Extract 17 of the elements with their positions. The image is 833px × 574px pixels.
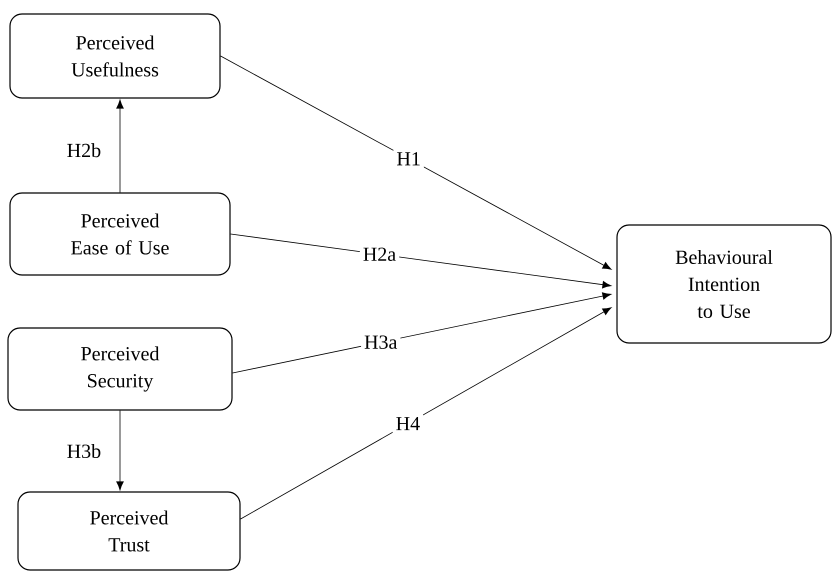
arrow bbox=[240, 307, 612, 520]
concept-box: Behavioural Intention to Use bbox=[616, 224, 832, 344]
concept-box: Perceived Security bbox=[7, 327, 233, 411]
edge-label: H1 bbox=[393, 149, 424, 168]
arrow bbox=[116, 410, 124, 490]
arrow bbox=[220, 56, 612, 270]
concept-box: Perceived Ease of Use bbox=[9, 192, 231, 276]
concept-box: Perceived Usefulness bbox=[9, 13, 221, 99]
edge-label: H3b bbox=[67, 444, 100, 458]
arrow bbox=[232, 292, 612, 374]
edge-label: H2b bbox=[67, 143, 100, 158]
edge-label: H3a bbox=[361, 332, 400, 352]
arrow bbox=[116, 100, 124, 193]
arrow bbox=[230, 234, 612, 288]
edge-label: H2a bbox=[360, 244, 400, 264]
edge-label: H4 bbox=[392, 414, 424, 434]
concept-box: Perceived Trust bbox=[17, 491, 241, 571]
